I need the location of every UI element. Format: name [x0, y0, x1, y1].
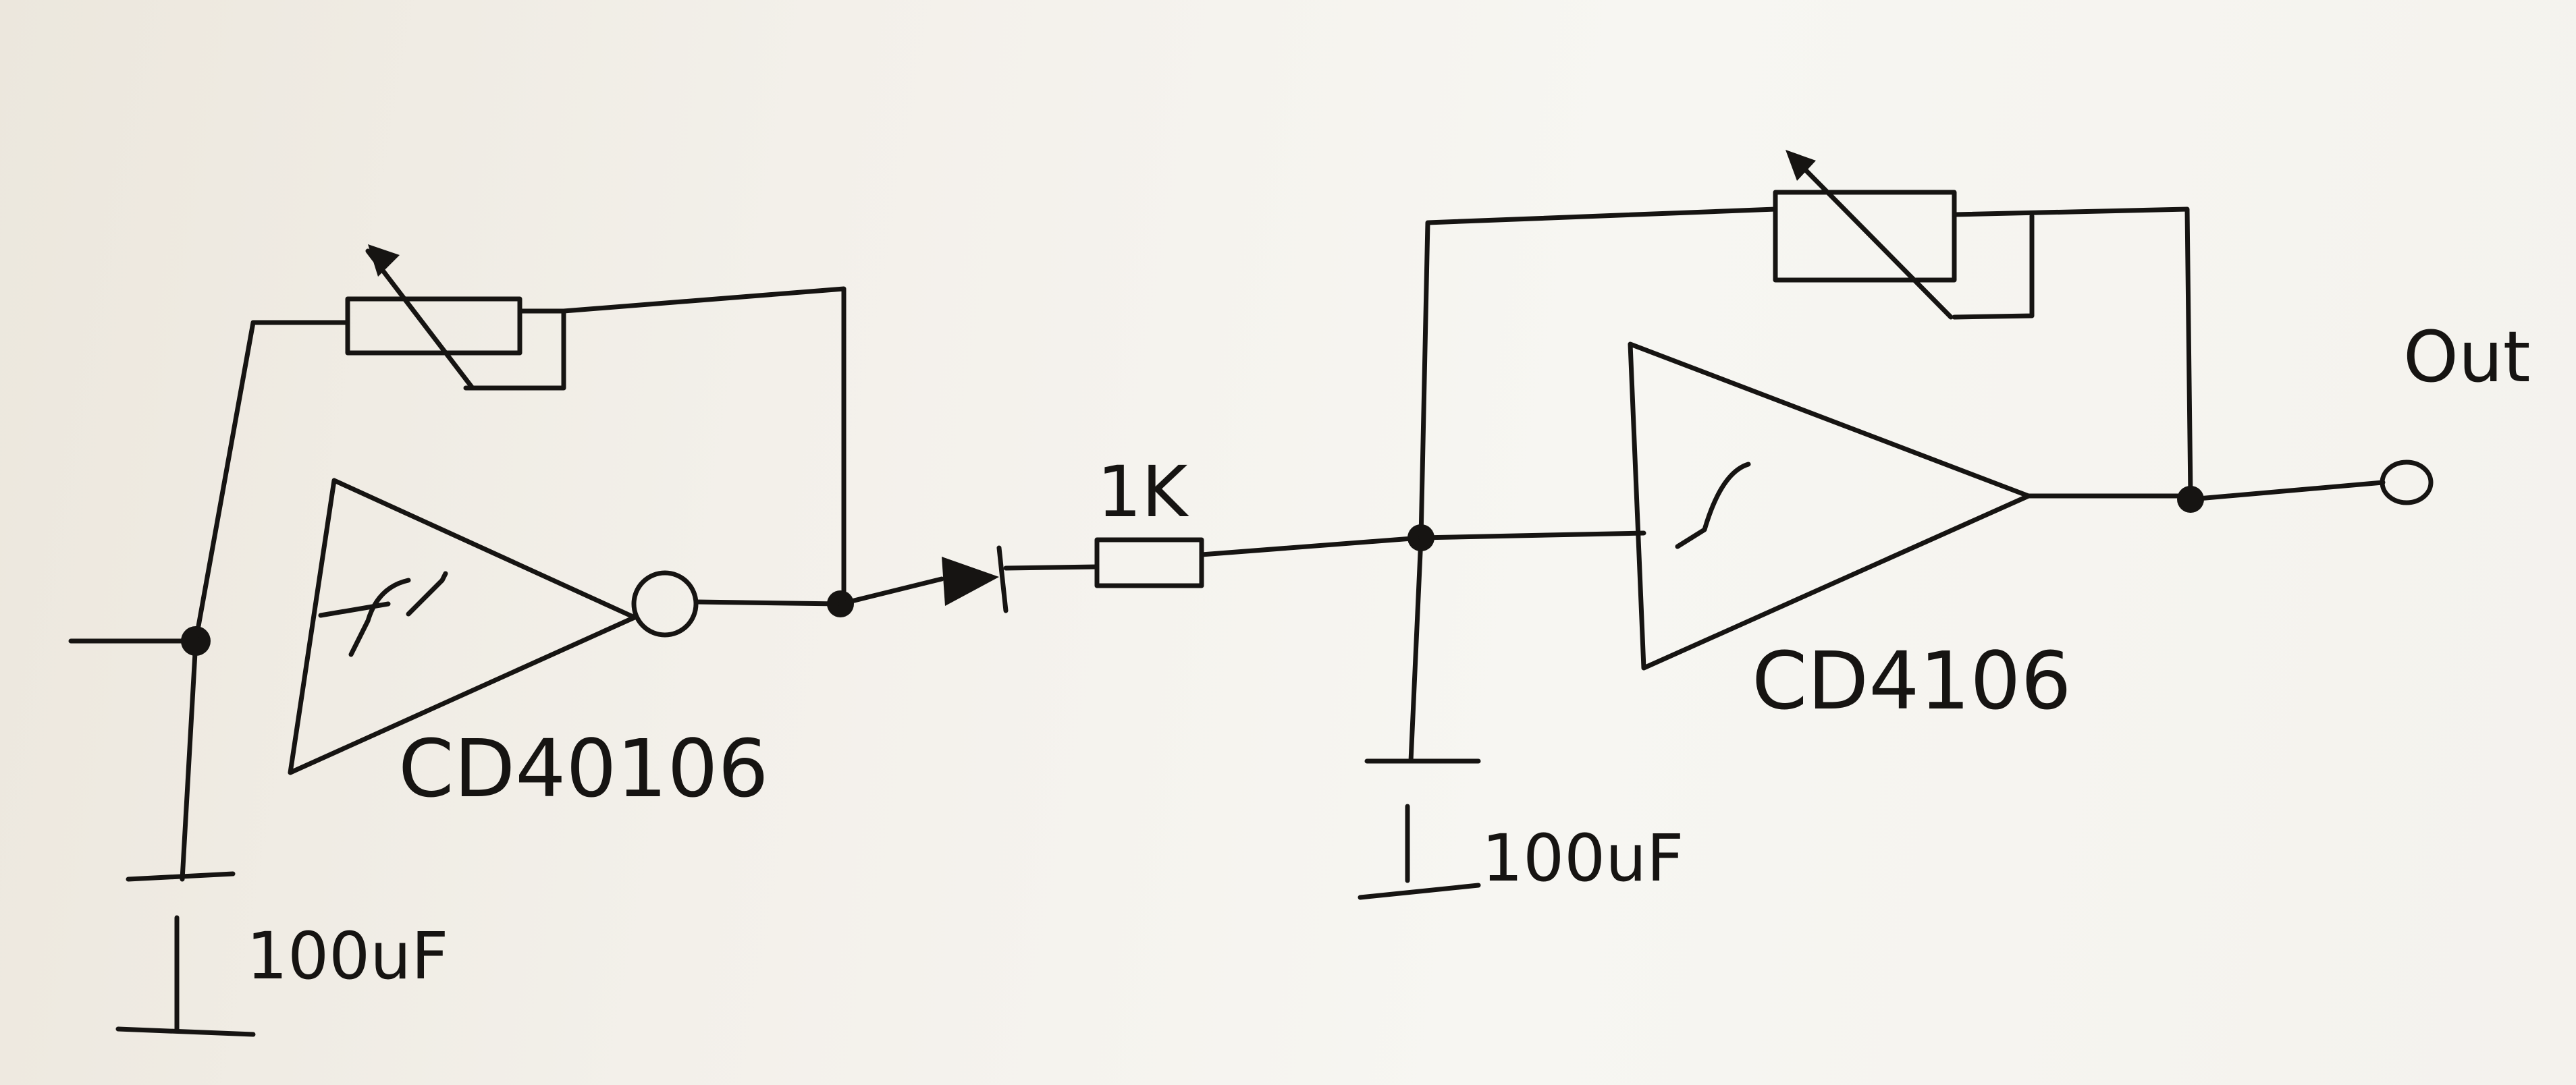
feedback-wire-top — [561, 286, 847, 607]
resistor-label: 1K — [1097, 451, 1189, 533]
feedback-pot-1 — [345, 244, 566, 391]
capacitor-1-label: 100uF — [246, 918, 448, 994]
terminal-wire — [2188, 480, 2386, 502]
schmitt-buffer-2 — [1628, 341, 2031, 671]
feedback-wire-left — [193, 320, 350, 644]
feedback-wire-2-top — [1952, 206, 2193, 499]
capacitor-1 — [115, 638, 256, 1037]
capacitor-2-label: 100uF — [1482, 820, 1684, 896]
resistor-1 — [1094, 537, 1204, 588]
node-wire — [1199, 535, 1424, 557]
output-label: Out — [2403, 316, 2531, 398]
diode-wire — [838, 576, 944, 607]
chip-label-1: CD40106 — [398, 722, 769, 815]
chip-label-2: CD4106 — [1752, 634, 2072, 727]
output-terminal-icon[interactable] — [2380, 460, 2434, 505]
input-wire-2 — [1418, 530, 1646, 540]
feedback-wire-2-left — [1418, 206, 1778, 540]
capacitor-2 — [1358, 535, 1481, 900]
inverter-1 — [288, 478, 699, 775]
feedback-pot-2 — [1773, 150, 2035, 320]
output-wire-1 — [693, 599, 843, 607]
resistor-wire — [1003, 564, 1100, 571]
diode-1 — [942, 545, 1009, 613]
